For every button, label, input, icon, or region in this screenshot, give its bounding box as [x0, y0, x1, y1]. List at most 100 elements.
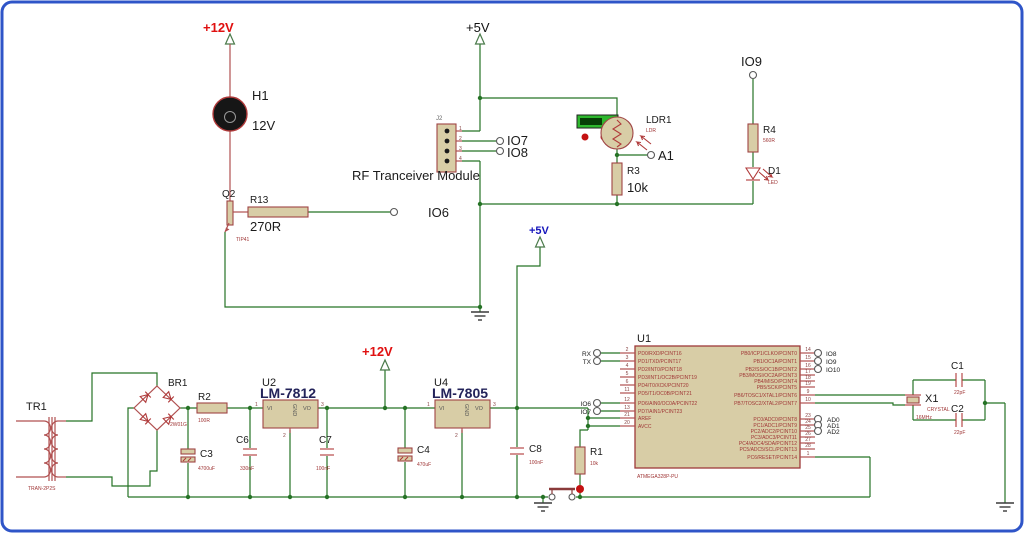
ldr-ref: LDR1 [646, 115, 672, 126]
cap-ref: C6 [236, 435, 249, 446]
resistor-r1[interactable]: R1 10k [574, 446, 603, 475]
resistor-r4[interactable]: R4 560R [747, 123, 776, 153]
cap-ref: C1 [951, 361, 964, 372]
crystal-type: CRYSTAL [927, 407, 950, 413]
resistor-value: 100R [198, 418, 210, 424]
power-arrow-icon [224, 32, 236, 45]
resistor-r2[interactable]: R2 100R [196, 392, 228, 424]
crystal-value: 16MHz [916, 415, 932, 421]
regulator-u2[interactable]: U2 LM-7812 VI VO GND 1 3 2 [255, 377, 324, 439]
connector-j2[interactable]: J2 1 2 3 4 [436, 116, 462, 173]
regulator-ref: U4 [434, 377, 448, 389]
cap-c1[interactable]: C1 22pF [951, 361, 965, 396]
reset-button[interactable] [548, 487, 576, 501]
resistor-r3[interactable]: R3 10k [611, 162, 648, 196]
svg-text:PB5/SCK/PCINT5: PB5/SCK/PCINT5 [757, 385, 798, 391]
cap-c3[interactable]: C3 4700uF [180, 448, 215, 472]
resistor-ref: R13 [250, 195, 269, 206]
button-control-dot[interactable] [576, 485, 584, 493]
svg-text:VI: VI [439, 406, 445, 412]
mcu-part: ATMEGA328P-PU [637, 474, 678, 480]
svg-text:1: 1 [459, 126, 462, 132]
cap-ref: C2 [951, 404, 964, 415]
svg-text:PD2/INT0/PCINT18: PD2/INT0/PCINT18 [638, 367, 682, 373]
cap-c7[interactable]: C7 100nF [316, 435, 334, 472]
ground-icon [534, 497, 552, 512]
svg-text:9: 9 [807, 389, 810, 395]
svg-text:3: 3 [626, 355, 629, 361]
svg-text:21: 21 [624, 412, 630, 418]
svg-text:23: 23 [805, 413, 811, 419]
cap-ref: C8 [529, 444, 542, 455]
svg-text:13: 13 [624, 405, 630, 411]
transformer-type: TRAN-2P2S [28, 486, 56, 492]
power-flag-12v-mid[interactable]: +12V [362, 344, 393, 371]
svg-text:18: 18 [805, 375, 811, 381]
svg-text:14: 14 [805, 347, 811, 353]
ldr-sensor[interactable]: LDR1 LDR [600, 115, 672, 151]
svg-text:AVCC: AVCC [638, 424, 652, 430]
regulator-u4[interactable]: U4 LM-7805 VI VO GND 1 3 2 [427, 377, 496, 439]
connector-ref: J2 [436, 116, 443, 122]
terminal-ad2[interactable]: AD2 [813, 426, 841, 437]
terminal-rx[interactable]: RX [582, 348, 602, 359]
terminal-label: AD2 [827, 429, 840, 436]
mcu-left-pin-numbers: 2 3 4 5 6 11 12 13 21 20 [624, 347, 630, 426]
svg-text:1: 1 [807, 451, 810, 457]
terminal-io10-mcu[interactable]: IO10 [813, 364, 841, 375]
terminal-a1[interactable]: A1 [646, 148, 674, 163]
cap-value: 22pF [954, 430, 965, 436]
terminal-label: AD1 [827, 423, 840, 430]
terminal-io9[interactable]: IO9 [741, 54, 762, 80]
crystal-x1[interactable]: X1 CRYSTAL 16MHz [905, 393, 950, 421]
svg-text:1: 1 [255, 402, 258, 408]
resistor-ref: R4 [763, 125, 776, 136]
svg-text:GND: GND [291, 404, 297, 416]
power-flag-5v-top[interactable]: +5V [466, 20, 490, 45]
resistor-ref: R1 [590, 447, 603, 458]
cap-c4[interactable]: C4 470uF [397, 445, 431, 468]
svg-text:PD5/T1/OC0B/PCINT21: PD5/T1/OC0B/PCINT21 [638, 391, 692, 397]
terminal-io9-mcu[interactable]: IO9 [813, 356, 837, 367]
transistor-q2[interactable]: Q2 TIP41 [222, 189, 250, 243]
cap-c8[interactable]: C8 100nF [510, 444, 543, 466]
cap-value: 330nF [240, 466, 254, 472]
svg-text:2: 2 [459, 136, 462, 142]
led-d1[interactable]: D1 LED [744, 166, 781, 186]
svg-text:PC3/ADC3/PCINT11: PC3/ADC3/PCINT11 [751, 435, 797, 441]
power-label: +12V [203, 20, 234, 35]
power-flag-12v-top[interactable]: +12V [203, 20, 236, 45]
terminal-io7[interactable]: IO7 [495, 133, 528, 148]
lamp-ref: H1 [252, 88, 269, 103]
transformer-ref: TR1 [26, 401, 47, 413]
svg-text:1: 1 [427, 402, 430, 408]
svg-text:3: 3 [493, 402, 496, 408]
terminal-io8[interactable]: IO8 [495, 145, 528, 160]
svg-text:PD4/T0/XCK/PCINT20: PD4/T0/XCK/PCINT20 [638, 383, 689, 389]
led-type: LED [768, 180, 778, 186]
terminal-io8-mcu[interactable]: IO8 [813, 348, 837, 359]
power-arrow-icon [379, 358, 391, 371]
mcu-u1[interactable]: U1 ATMEGA328P-PU PD0/RXD/PCINT16 PD1/TXD… [620, 333, 815, 480]
bridge-rectifier-br1[interactable]: BR1 2W01G [133, 378, 188, 431]
resistor-value: 10k [627, 180, 648, 195]
power-label: +12V [362, 344, 393, 359]
cap-c6[interactable]: C6 330nF [236, 435, 257, 472]
terminal-tx[interactable]: TX [583, 356, 602, 367]
regulator-ref: U2 [262, 377, 276, 389]
lamp-h1[interactable]: H1 12V [212, 44, 275, 201]
cap-value: 100nF [316, 466, 330, 472]
resistor-ref: R3 [627, 166, 640, 177]
resistor-r13[interactable]: R13 270R [247, 195, 309, 234]
transformer-tr1[interactable]: TR1 TRAN-2P2S [16, 401, 66, 492]
svg-text:24: 24 [805, 419, 811, 425]
terminal-io7-mcu[interactable]: IO7 [581, 406, 602, 417]
junction-dots [185, 95, 988, 500]
terminal-io6-mcu[interactable]: IO6 [581, 398, 602, 409]
ldr-control-dot[interactable] [581, 133, 589, 141]
cap-c2[interactable]: C2 22pF [951, 404, 965, 436]
terminal-io6[interactable]: IO6 [389, 205, 449, 220]
svg-text:AREF: AREF [638, 416, 651, 422]
svg-text:PB3/MOSI/OC2A/PCINT3: PB3/MOSI/OC2A/PCINT3 [739, 373, 797, 379]
power-flag-5v-mid[interactable]: +5V [529, 225, 550, 248]
